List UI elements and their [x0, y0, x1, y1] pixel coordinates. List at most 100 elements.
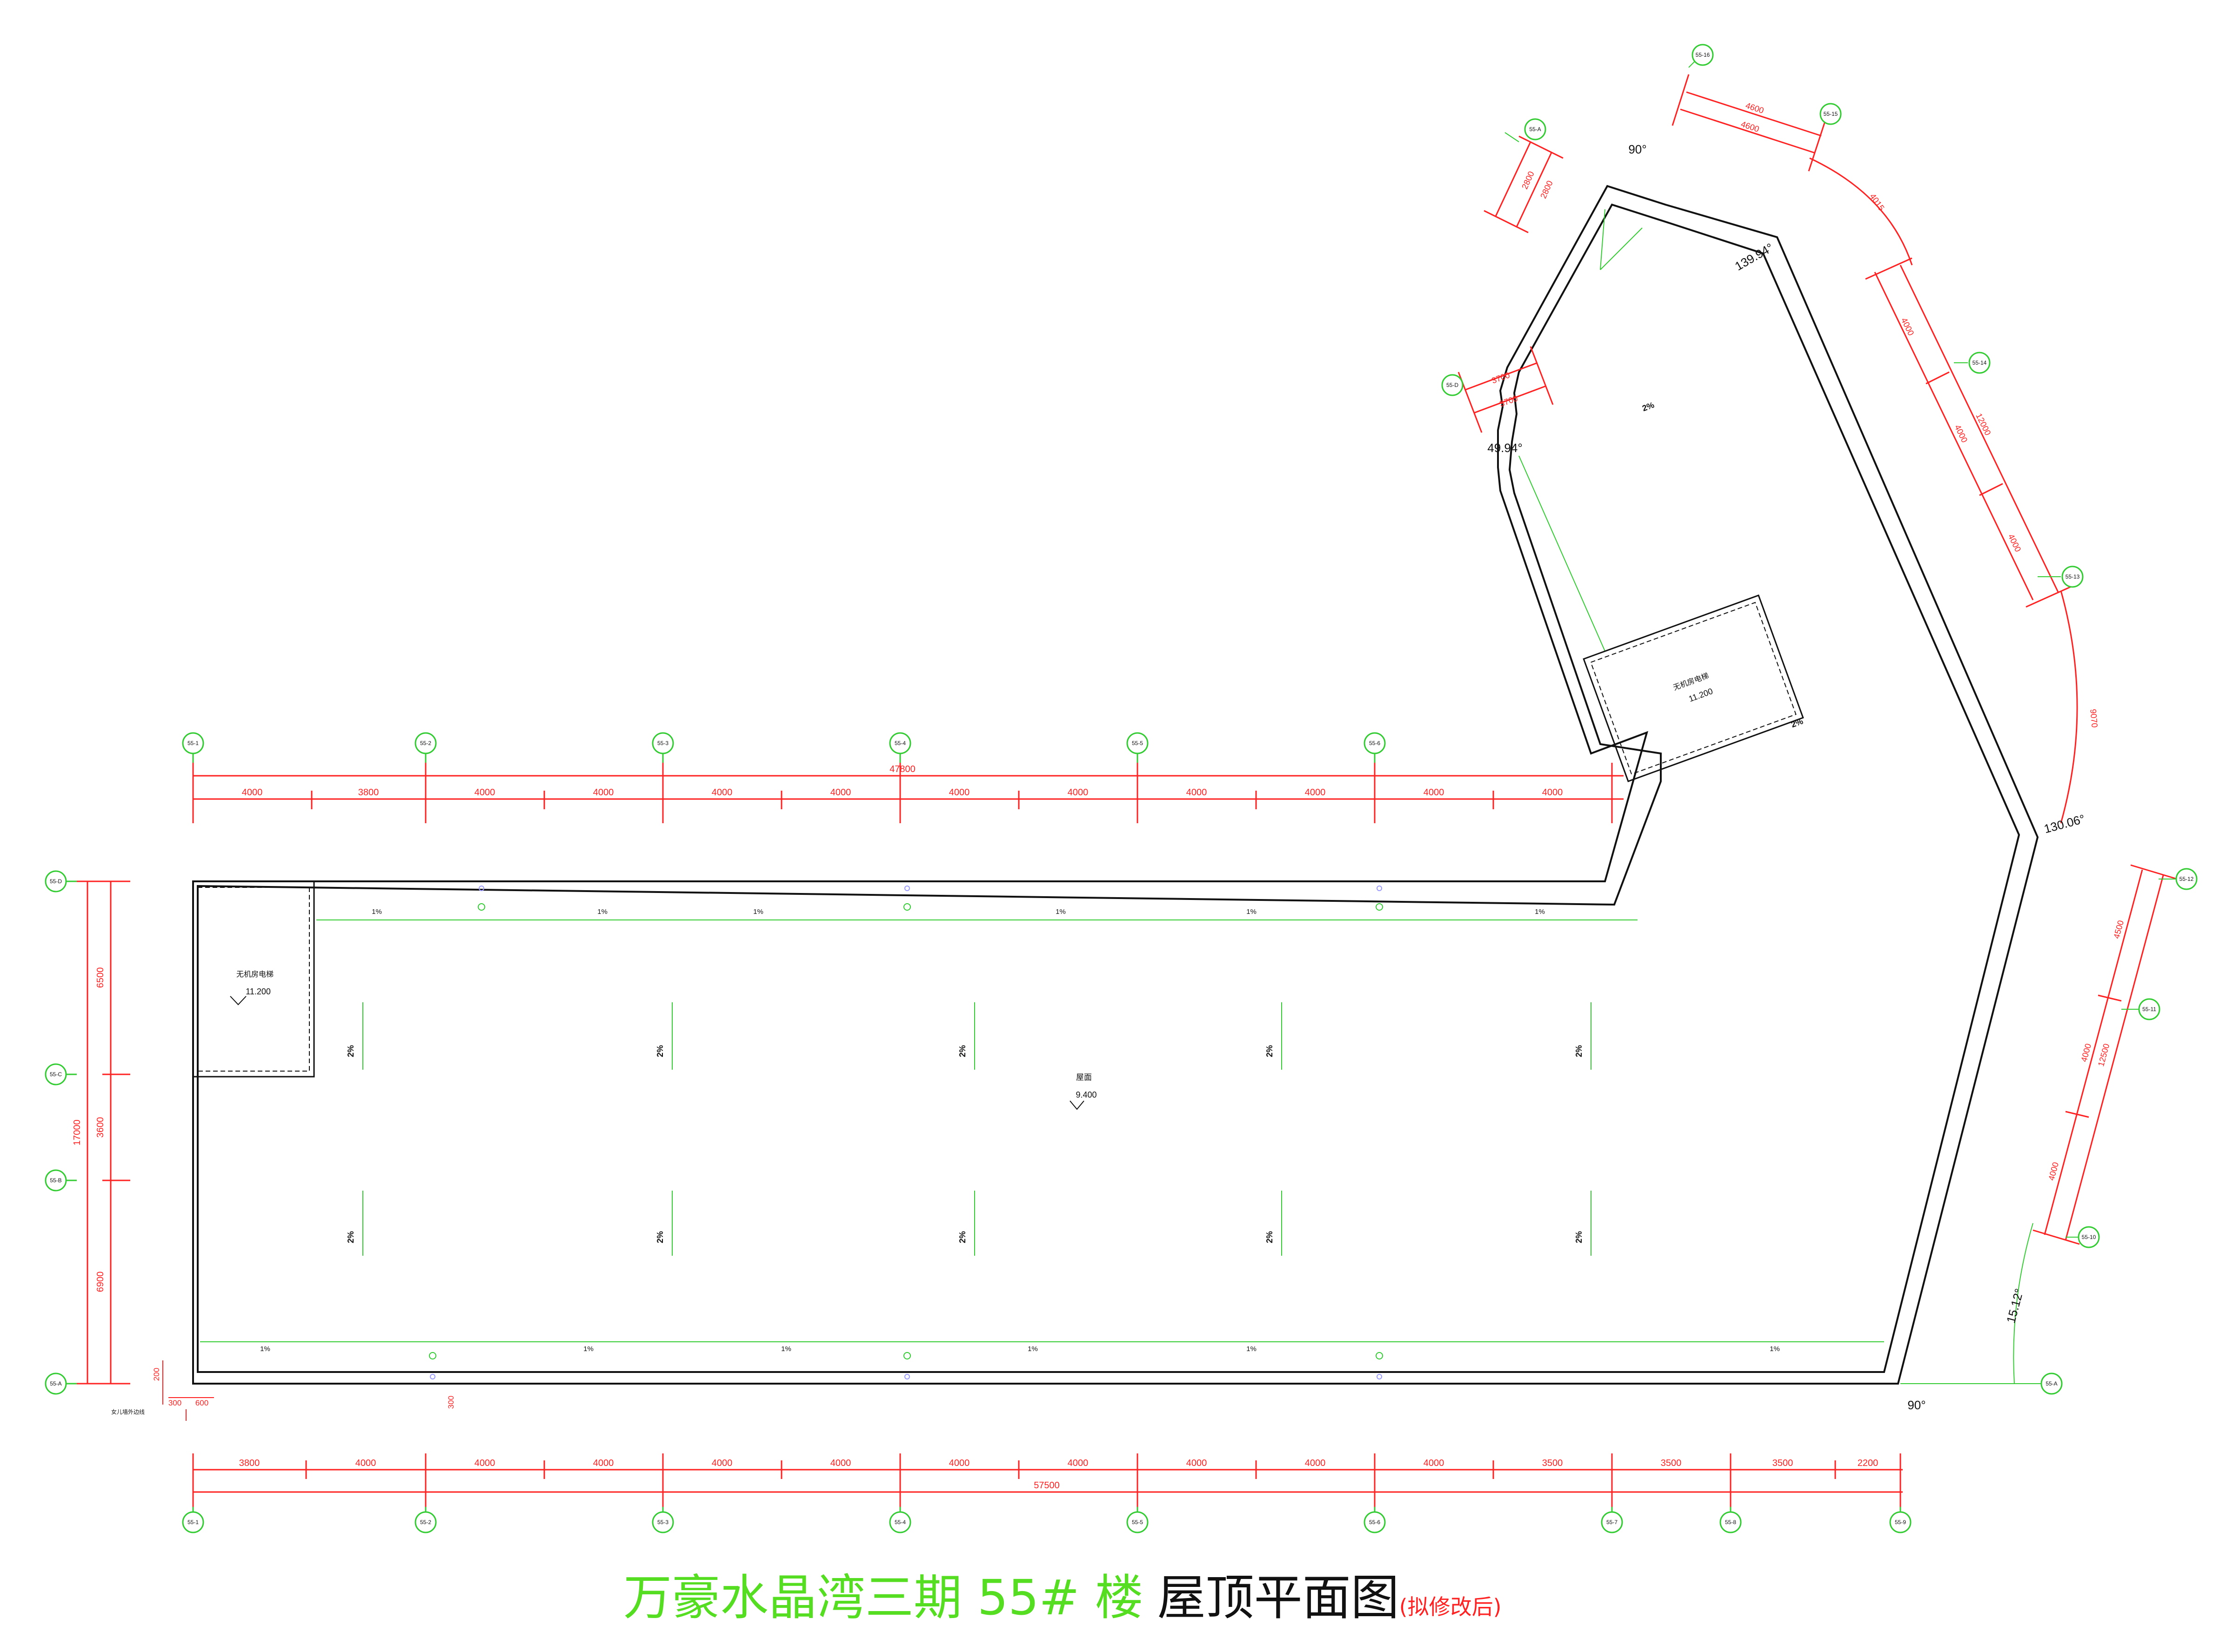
- gutter-slopes-bottom: 1% 1% 1% 1% 1% 1%: [260, 1345, 1780, 1353]
- svg-text:4000: 4000: [593, 787, 614, 798]
- svg-text:90°: 90°: [1628, 142, 1646, 156]
- drawing-subtitle: 屋顶平面图: [1157, 1569, 1399, 1626]
- svg-text:4000: 4000: [949, 787, 970, 798]
- svg-text:4000: 4000: [475, 1458, 495, 1468]
- roof-level: 9.400: [1076, 1090, 1096, 1099]
- svg-text:4000: 4000: [949, 1458, 970, 1468]
- svg-text:2%: 2%: [1265, 1045, 1274, 1057]
- svg-text:4000: 4000: [1068, 1458, 1089, 1468]
- svg-text:2%: 2%: [1574, 1231, 1584, 1243]
- axis-label: 55-8: [1725, 1519, 1736, 1525]
- svg-text:49.94°: 49.94°: [1487, 441, 1522, 455]
- svg-text:2%: 2%: [1574, 1045, 1584, 1057]
- wing-a-dim: [1484, 135, 1564, 233]
- svg-text:2%: 2%: [346, 1231, 355, 1243]
- axis-label: 55-7: [1606, 1519, 1618, 1525]
- svg-text:1%: 1%: [781, 1345, 791, 1353]
- svg-text:4000: 4000: [593, 1458, 614, 1468]
- svg-text:1%: 1%: [1246, 1345, 1257, 1353]
- axis-label: 55-5: [1132, 1519, 1143, 1525]
- wing-a-dim-labels: 2800 2800: [1520, 170, 1555, 200]
- axis-label: 55-14: [1972, 360, 1987, 366]
- corner-small-dims: [162, 1360, 214, 1421]
- svg-text:4000: 4000: [355, 1458, 376, 1468]
- wing-top-dim: [1671, 74, 1827, 172]
- axis-label: 55-D: [50, 878, 62, 885]
- axis-label: 55-A: [2046, 1380, 2057, 1387]
- left-dim-labels: 17000 6500 3600 6900: [72, 967, 106, 1292]
- roof-label: 屋面 9.400: [1070, 1073, 1097, 1110]
- axis-label: 55-A: [50, 1380, 61, 1387]
- top-dimension-chain: [192, 763, 1624, 823]
- svg-text:4000: 4000: [242, 787, 263, 798]
- svg-text:4000: 4000: [2046, 1161, 2060, 1182]
- svg-text:9070: 9070: [2088, 709, 2099, 728]
- svg-text:1%: 1%: [260, 1345, 270, 1353]
- axis-label: 55-11: [2142, 1006, 2156, 1013]
- svg-text:1%: 1%: [583, 1345, 594, 1353]
- axis-label: 55-10: [2082, 1234, 2096, 1240]
- svg-text:1%: 1%: [1056, 908, 1066, 916]
- svg-text:1%: 1%: [372, 908, 382, 916]
- wing-axis-bubbles: [1441, 44, 2198, 1395]
- top-axis-bubbles: [182, 732, 1386, 763]
- bottom-dim-labels: 3800 4000 4000 4000 4000 4000 4000 4000 …: [239, 1458, 1879, 1491]
- svg-text:300: 300: [447, 1396, 455, 1409]
- svg-text:15.12°: 15.12°: [2004, 1287, 2026, 1325]
- svg-text:4000: 4000: [1186, 787, 1207, 798]
- svg-text:3500: 3500: [1772, 1458, 1793, 1468]
- axis-label: 55-12: [2180, 876, 2194, 882]
- svg-text:4000: 4000: [1953, 423, 1970, 444]
- roof-drains: [429, 903, 1383, 1359]
- wing-elevator-room: 无机房电梯 11.200: [1583, 594, 1804, 782]
- svg-text:4000: 4000: [712, 787, 733, 798]
- slope-arrows: [362, 1002, 1591, 1256]
- svg-text:90°: 90°: [1907, 1398, 1925, 1412]
- svg-text:1%: 1%: [1535, 908, 1545, 916]
- svg-text:4600: 4600: [1745, 101, 1765, 115]
- svg-text:3700: 3700: [1491, 370, 1511, 385]
- svg-text:1%: 1%: [1246, 908, 1257, 916]
- axis-label: 55-16: [1696, 52, 1710, 58]
- svg-text:2%: 2%: [1265, 1231, 1274, 1243]
- svg-text:4000: 4000: [1542, 787, 1563, 798]
- elevator-label: 无机房电梯: [236, 970, 274, 979]
- parapet-note: 女儿墙外边线: [111, 1408, 145, 1415]
- left-axis-labels: 55-D 55-C 55-B 55-A: [50, 878, 62, 1387]
- svg-text:300: 300: [168, 1399, 181, 1407]
- svg-text:12500: 12500: [2096, 1043, 2111, 1068]
- svg-text:2800: 2800: [1520, 170, 1536, 191]
- svg-text:4000: 4000: [1186, 1458, 1207, 1468]
- top-axis-labels: 55-1 55-2 55-3 55-4 55-5 55-6: [187, 740, 1380, 746]
- inner-parapet: [197, 203, 2020, 1373]
- axis-label: 55-2: [420, 740, 431, 746]
- axis-label: 55-B: [50, 1177, 61, 1184]
- svg-text:4000: 4000: [1424, 787, 1444, 798]
- svg-text:4000: 4000: [1068, 787, 1089, 798]
- gutter-lines: [200, 209, 1884, 1342]
- axis-label: 55-4: [895, 740, 906, 746]
- wing-axis-labels: 55-16 55-15 55-14 55-13 55-12 55-11 55-1…: [1446, 52, 2194, 1387]
- axis-label: 55-5: [1132, 740, 1143, 746]
- wing-right-lower-dim: [2032, 864, 2178, 1245]
- axis-label: 55-1: [187, 740, 199, 746]
- corner-small-dim-labels: 200 300 600 300 女儿墙外边线: [111, 1368, 455, 1415]
- left-elevator-room: 无机房电梯 11.200: [192, 880, 315, 1078]
- gutter-slopes-top: 1% 1% 1% 1% 1% 1%: [372, 908, 1545, 916]
- axis-label: 55-C: [50, 1071, 62, 1078]
- roof-name: 屋面: [1076, 1073, 1092, 1082]
- wing-arc-labels: 4015 9070: [1868, 192, 2099, 728]
- svg-text:1%: 1%: [753, 908, 763, 916]
- svg-text:3500: 3500: [1661, 1458, 1682, 1468]
- svg-text:2%: 2%: [958, 1045, 967, 1057]
- svg-text:4000: 4000: [1305, 787, 1326, 798]
- wing-right-upper-labels: 4000 4000 4000 12000: [1899, 316, 2023, 553]
- svg-text:2%: 2%: [655, 1231, 665, 1243]
- svg-text:3800: 3800: [239, 1458, 260, 1468]
- svg-text:2800: 2800: [1538, 179, 1555, 200]
- revision-note: (拟修改后): [1399, 1594, 1502, 1619]
- bottom-axis-labels: 55-1 55-2 55-3 55-4 55-5 55-6 55-7 55-8 …: [187, 1519, 1906, 1525]
- svg-text:200: 200: [152, 1368, 161, 1381]
- svg-text:3500: 3500: [1542, 1458, 1563, 1468]
